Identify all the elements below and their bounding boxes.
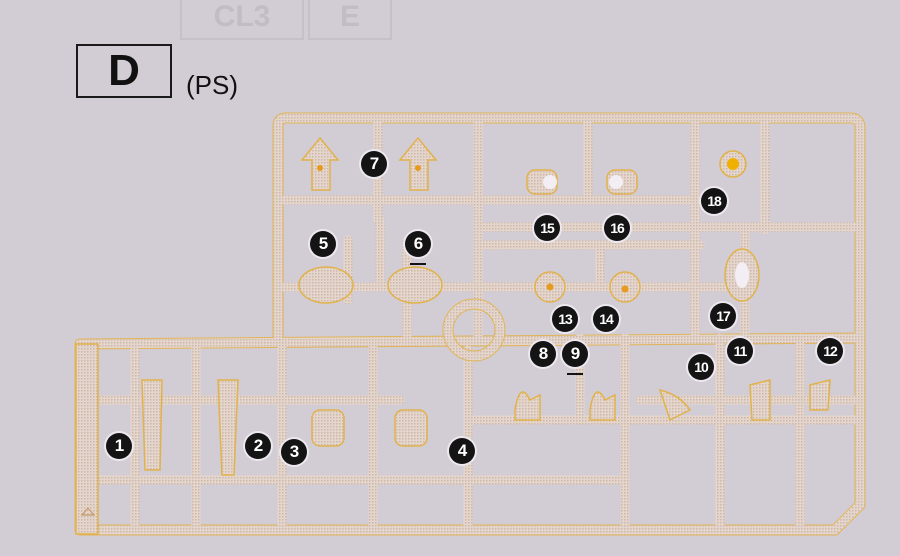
part-number-badge-12: 12 — [817, 338, 843, 364]
part-number-badge-6: 6 — [405, 231, 431, 265]
runner-label-box: D — [76, 44, 172, 98]
runner-material: (PS) — [186, 70, 238, 100]
runner-letter: D — [108, 46, 140, 95]
part-number-badge-2: 2 — [245, 433, 271, 459]
faded-ghost-label-1: CL3 — [180, 0, 304, 40]
part-number-badge-4: 4 — [449, 438, 475, 464]
part-number-badge-9: 9 — [562, 341, 588, 375]
part-number-badge-10: 10 — [688, 354, 714, 380]
part-number-badge-18: 18 — [701, 188, 727, 214]
faded-ghost-label-2: E — [308, 0, 392, 40]
part-number-badge-7: 7 — [361, 151, 387, 177]
part-number-badge-3: 3 — [281, 439, 307, 465]
part-number-badge-5: 5 — [310, 231, 336, 257]
part-number-badge-11: 11 — [727, 338, 753, 364]
part-number-badge-13: 13 — [552, 306, 578, 332]
part-number-badge-16: 16 — [604, 215, 630, 241]
part-number-badge-14: 14 — [593, 306, 619, 332]
part-number-badge-15: 15 — [534, 215, 560, 241]
part-number-badge-1: 1 — [106, 433, 132, 459]
part-number-badge-8: 8 — [530, 341, 556, 367]
part-number-badge-17: 17 — [710, 303, 736, 329]
